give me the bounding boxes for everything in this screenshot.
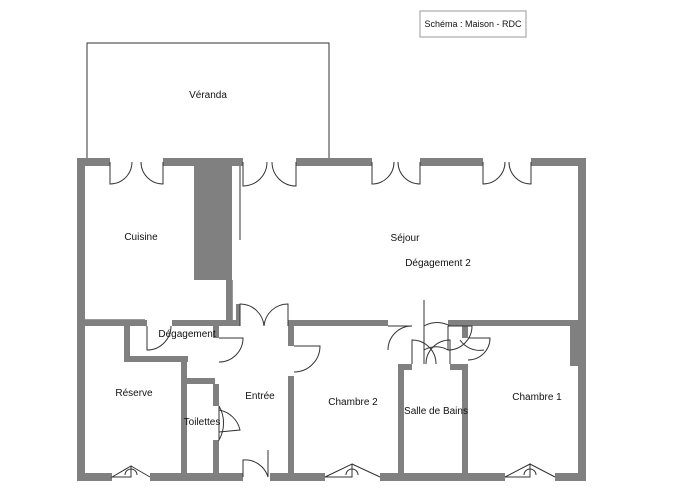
veranda-outline (86, 42, 330, 158)
door-cuisine-veranda (109, 161, 164, 185)
room-label-salle-de-bains: Salle de Bains (404, 406, 468, 417)
room-label-toilettes: Toilettes (184, 417, 221, 428)
room-label-chambre2: Chambre 2 (328, 397, 378, 408)
door-entree-degagement2 (239, 303, 289, 327)
door-toilettes (218, 405, 241, 442)
title-frame (419, 10, 527, 38)
window-reserve (110, 465, 151, 478)
door-sejour-veranda (242, 161, 297, 187)
room-label-chambre1: Chambre 1 (512, 392, 562, 403)
outer-walls (77, 158, 586, 481)
room-label-degagement: Dégagement (158, 329, 215, 340)
door-sejour-window-2 (482, 161, 532, 185)
room-label-entree: Entrée (245, 391, 275, 402)
door-degagement (146, 325, 172, 351)
room-label-degagement2: Dégagement 2 (405, 258, 471, 269)
window-chambre1 (504, 463, 556, 478)
room-label-veranda: Véranda (189, 90, 227, 101)
door-chambre2 (293, 345, 321, 373)
room-labels: Véranda Cuisine Séjour Dégagement 2 Déga… (115, 90, 562, 428)
doors (109, 161, 556, 478)
door-front-entrance (242, 450, 269, 478)
room-label-cuisine: Cuisine (124, 232, 158, 243)
room-label-sejour: Séjour (391, 233, 421, 244)
window-chambre2 (324, 463, 381, 478)
door-salle-de-bains (387, 300, 491, 365)
door-sejour-window-1 (371, 161, 421, 185)
title-box: Schéma : Maison - RDC (419, 10, 527, 38)
interior-walls-grey (85, 280, 578, 473)
room-label-reserve: Réserve (115, 388, 153, 399)
diagram-title: Schéma : Maison - RDC (424, 19, 522, 29)
door-entree-left (218, 337, 244, 363)
